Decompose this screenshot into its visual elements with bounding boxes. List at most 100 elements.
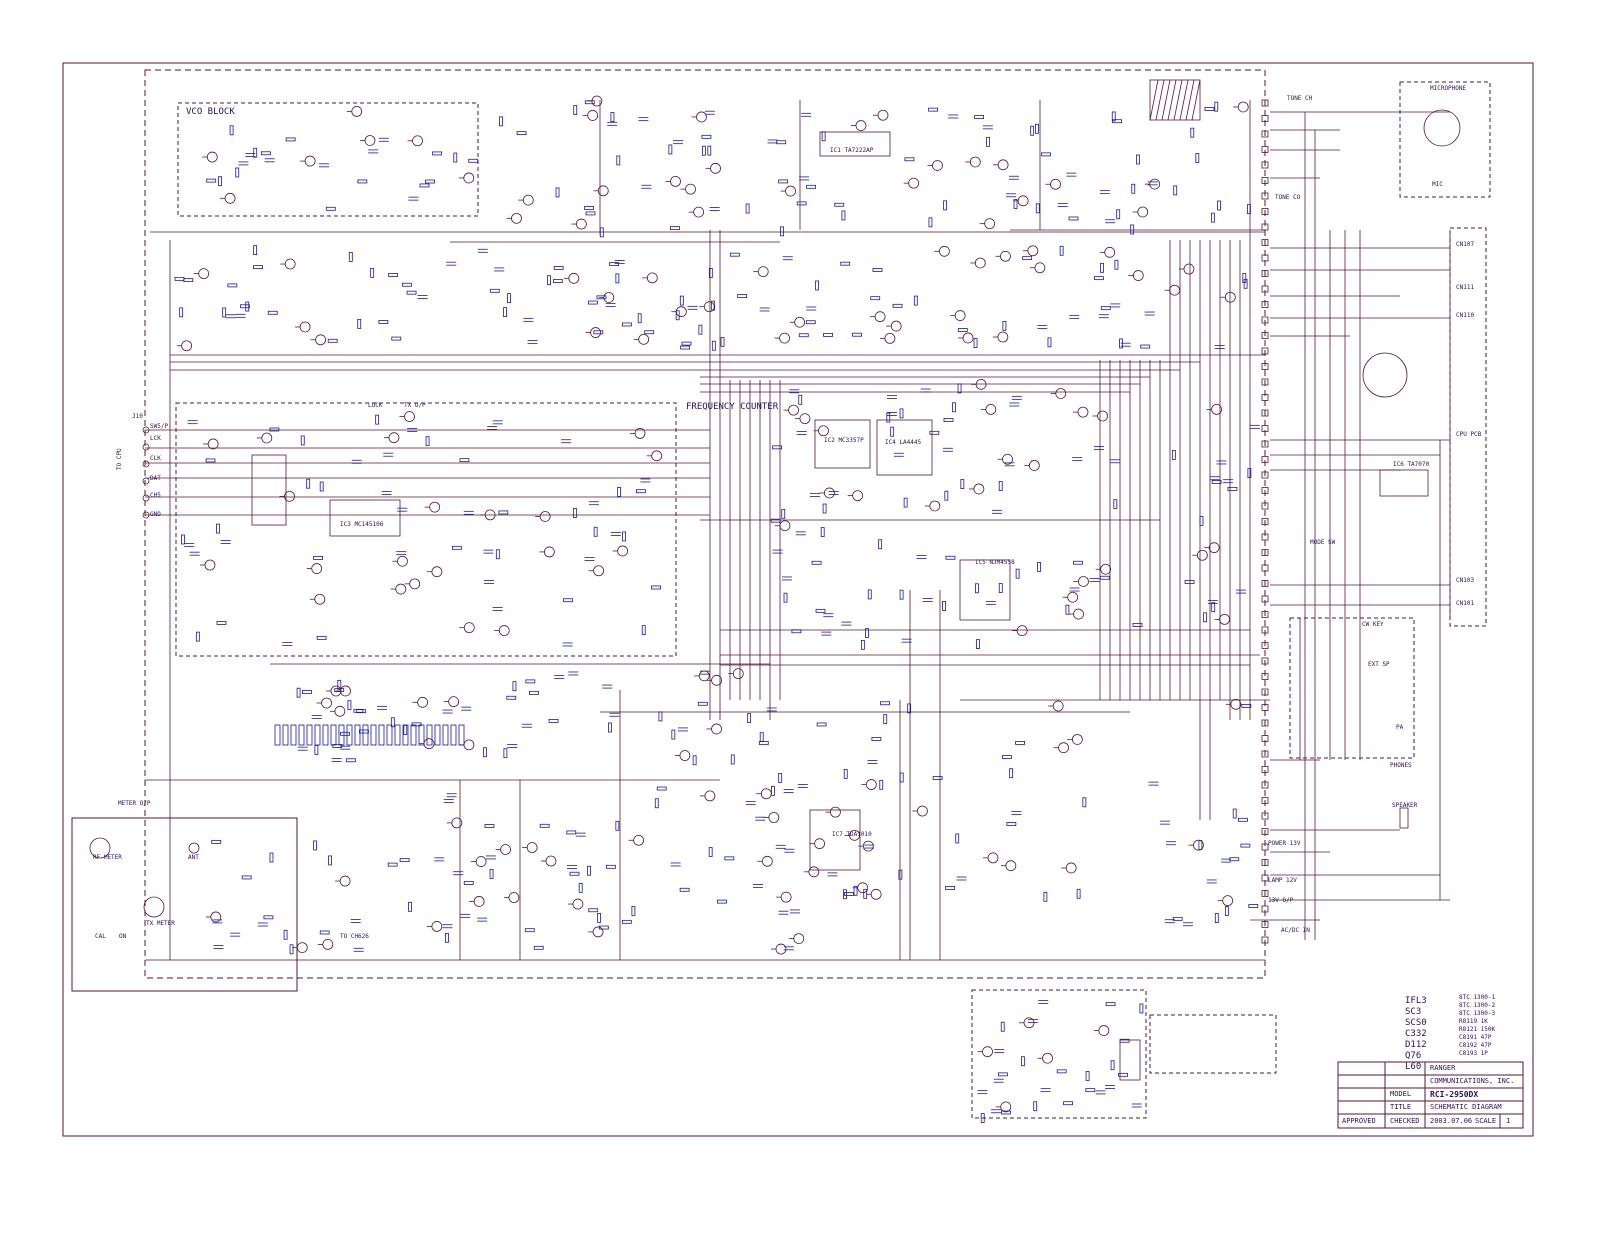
resistor-336 [865, 628, 869, 638]
resistor-128 [609, 262, 619, 267]
phones-label: PHONES [1390, 762, 1412, 769]
power-supply-outline [971, 989, 1147, 1119]
resistor-571 [463, 881, 474, 885]
transistor-641 [1023, 1017, 1035, 1029]
right-top-label-9: TONE CO [1275, 194, 1301, 201]
resistor-230 [1114, 259, 1119, 270]
board-terminal-53 [1261, 905, 1269, 913]
ic1-label: IC1 TA7222AP [830, 147, 874, 154]
resistor-620 [241, 875, 252, 880]
resistor-573 [566, 830, 577, 835]
cal-label: CAL [95, 933, 106, 940]
transistor-192 [1034, 262, 1046, 274]
resistor-200 [798, 333, 809, 338]
cw-key-label: CW KEY [1362, 621, 1384, 628]
resistor-234 [1100, 306, 1111, 311]
resistor-16 [253, 147, 258, 158]
resistor-268 [495, 549, 500, 560]
resistor-498 [1082, 797, 1087, 808]
resistor-157 [698, 324, 703, 335]
resistor-75 [1013, 199, 1018, 209]
board-terminal-5 [1261, 161, 1269, 169]
resistor-594 [597, 912, 601, 923]
transistor-507 [917, 805, 928, 817]
resistor-603 [598, 925, 609, 930]
board-terminal-6 [1261, 177, 1269, 184]
transistor-412 [1211, 404, 1222, 415]
transistor-118 [1149, 178, 1161, 190]
resistor-369 [867, 589, 872, 600]
transistor-68 [511, 212, 522, 224]
resistor-371 [1065, 604, 1070, 615]
resistor-56 [499, 116, 503, 127]
resistor-5 [235, 167, 240, 178]
cpu-pin-terminal-1 [142, 426, 150, 434]
resistor-630 [1118, 1072, 1128, 1077]
transistor-328 [1078, 576, 1089, 587]
resistor-617 [283, 929, 288, 940]
mic-connector-symbol [1423, 109, 1461, 147]
shielded-component [1149, 79, 1201, 121]
transistor-524 [1222, 895, 1234, 907]
transistor-619 [210, 911, 222, 923]
resistor-193 [872, 268, 883, 272]
transistor-211 [939, 245, 950, 257]
lamp-label: LAMP 12V [1268, 877, 1297, 884]
resistor-514 [1015, 740, 1025, 745]
tx-meter-label: TX METER [146, 920, 175, 927]
frequency-counter-outline [175, 402, 677, 657]
transistor-204 [757, 266, 769, 278]
transistor-522 [1193, 839, 1204, 851]
resistor-552 [853, 885, 858, 896]
transistor-337 [929, 500, 941, 512]
resistor-140 [587, 300, 598, 305]
right-top-label-1: TONE CH [1287, 95, 1313, 102]
resistor-311 [890, 426, 895, 437]
title-approved: APPROVED [1342, 1117, 1376, 1125]
resistor-11 [325, 206, 336, 211]
o-p-label: 13V O/P [1268, 897, 1294, 904]
transistor-13 [412, 135, 423, 147]
transistor-133 [568, 272, 580, 284]
board-terminal-25 [1261, 471, 1269, 479]
cn107-label: CN107 [1456, 241, 1475, 248]
bus-tx-label: TX O/P [404, 402, 426, 409]
board-terminal-54 [1261, 921, 1269, 928]
resistor-325 [943, 418, 954, 422]
resistor-509 [843, 768, 848, 779]
transistor-177 [299, 321, 311, 333]
part-sc3: SC3 [1405, 1007, 1422, 1017]
resistor-180 [402, 282, 412, 287]
rev-3: 8TC 1300-3 [1459, 1010, 1496, 1017]
transistor-246 [498, 625, 510, 636]
resistor-302 [651, 585, 661, 590]
resistor-607 [387, 862, 398, 867]
resistor-543 [605, 864, 616, 869]
transistor-107 [1237, 101, 1249, 113]
board-terminal-4 [1261, 146, 1269, 153]
resistor-467 [747, 713, 752, 724]
transistor-398 [1097, 410, 1108, 422]
resistor-95 [834, 202, 845, 207]
transistor-313 [1055, 388, 1067, 399]
transistor-306 [284, 490, 295, 502]
resistor-158 [253, 265, 263, 270]
resistor-450 [730, 754, 735, 765]
socket-connector-symbol [1362, 352, 1408, 398]
resistor-545 [615, 820, 620, 831]
meter-area-outline [71, 817, 298, 992]
resistor-125 [680, 345, 690, 350]
transistor-296 [397, 555, 408, 567]
transistor-149 [284, 258, 296, 270]
ic4-label: IC4 LA4445 [885, 439, 922, 446]
resistor-511 [907, 703, 912, 714]
transistor-608 [322, 939, 334, 950]
transistor-489 [814, 838, 826, 850]
resistor-300 [181, 534, 185, 545]
resistor-221 [1059, 245, 1064, 256]
resistor-518 [1240, 843, 1251, 848]
title-model: RCI-2950DX [1430, 1090, 1479, 1099]
transistor-217 [954, 310, 966, 321]
resistor-28 [468, 158, 479, 163]
transistor-370 [1016, 625, 1028, 637]
